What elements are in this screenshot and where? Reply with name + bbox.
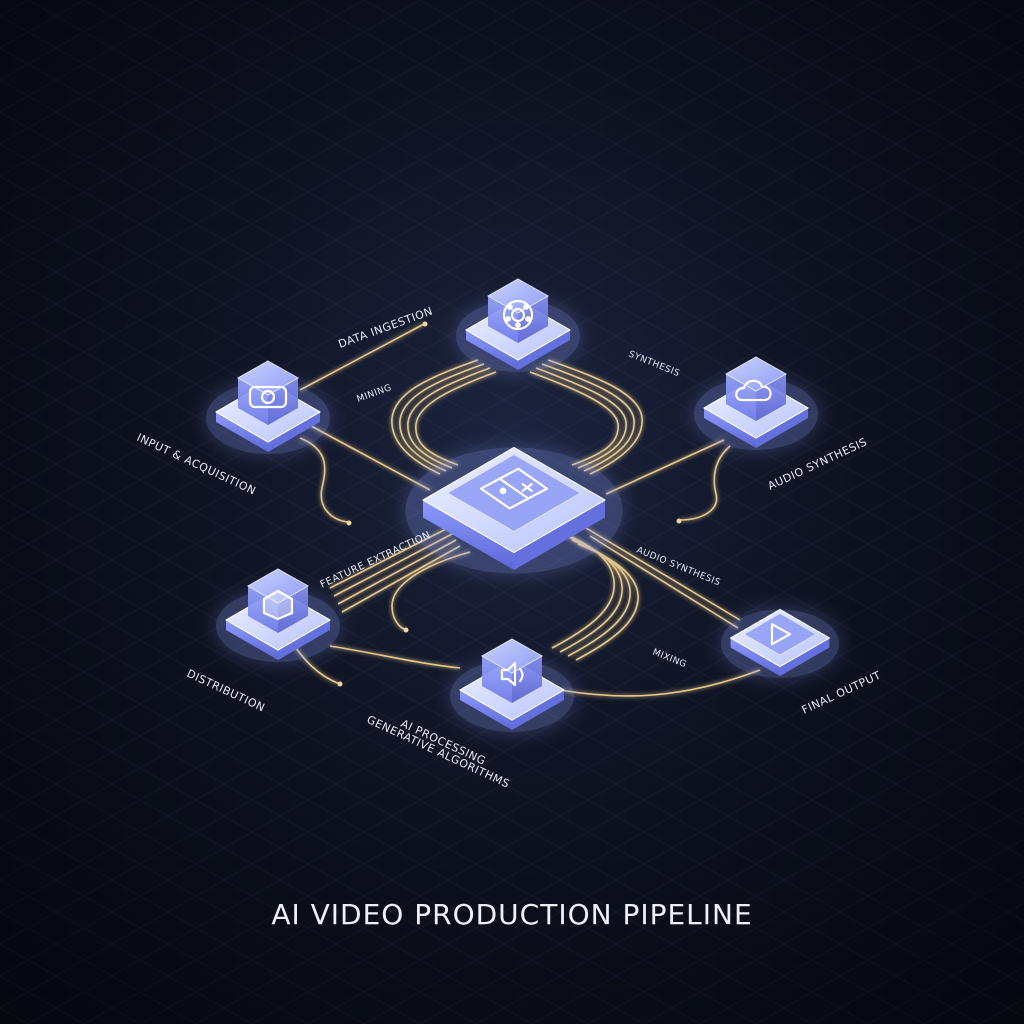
endpoint-dot — [337, 681, 343, 687]
node-base-left — [423, 500, 514, 570]
cube-left-face — [726, 374, 756, 421]
endpoint-dot — [676, 518, 682, 524]
wire-bundle-bottom — [551, 531, 639, 661]
wire-ai-final — [559, 669, 761, 697]
node-base-left — [460, 690, 512, 730]
cube-left-face — [488, 296, 518, 343]
wire-input-tail — [299, 437, 349, 523]
connection-wires — [289, 323, 761, 697]
cube-left-face — [482, 656, 512, 703]
endpoint-dot — [422, 321, 428, 327]
wire-audio-tail — [679, 445, 731, 521]
node-base-right — [780, 638, 830, 676]
wire-input-label — [299, 323, 425, 391]
cube-right-face — [512, 656, 542, 703]
speaker-icon — [500, 661, 524, 687]
node-base-right — [756, 408, 808, 448]
cube-top-face — [724, 356, 788, 392]
cube-left-face — [238, 378, 268, 425]
node-input-acquisition[interactable] — [206, 360, 330, 454]
node-final-output[interactable] — [721, 608, 839, 678]
node-ai-processing[interactable] — [450, 638, 574, 732]
cube-right-face — [756, 374, 786, 421]
wire-bundle-top-left — [391, 359, 497, 475]
cube-top-face — [480, 638, 544, 674]
node-panel — [742, 612, 818, 656]
endpoint-dot — [403, 627, 409, 633]
node-panel — [446, 453, 582, 533]
cube-right-face — [518, 296, 548, 343]
wire-audio-hub — [605, 439, 725, 495]
node-data-ingestion[interactable] — [456, 278, 580, 372]
cube-icon — [262, 589, 294, 621]
neural-network-icon — [502, 299, 534, 331]
wire-hub-loop — [391, 551, 471, 631]
node-base-right — [278, 620, 330, 660]
node-base-right — [518, 330, 570, 370]
camera-icon — [248, 385, 288, 409]
node-distribution[interactable] — [216, 568, 340, 662]
node-base-left — [226, 620, 278, 660]
video-editor-icon — [479, 467, 549, 510]
wire-bundle-final — [585, 527, 741, 629]
node-audio-synthesis[interactable] — [694, 356, 818, 450]
wire-bundle-top-right — [529, 359, 643, 475]
wire-distribution-mid — [329, 645, 461, 669]
node-base-left — [216, 412, 268, 452]
cloud-icon — [735, 379, 772, 402]
node-base-right — [514, 500, 605, 570]
cube-top-face — [246, 568, 310, 604]
cube-right-face — [268, 378, 298, 425]
node-central-editor[interactable] — [405, 446, 623, 574]
node-base-left — [466, 330, 518, 370]
node-base-right — [512, 690, 564, 730]
play-icon — [770, 623, 792, 646]
wire-endpoints — [337, 321, 682, 687]
cube-top-face — [486, 278, 550, 314]
node-base-right — [268, 412, 320, 452]
diagram-title: AI VIDEO PRODUCTION PIPELINE — [271, 898, 753, 931]
node-base-left — [730, 638, 780, 676]
endpoint-dot — [346, 520, 352, 526]
node-base-left — [704, 408, 756, 448]
